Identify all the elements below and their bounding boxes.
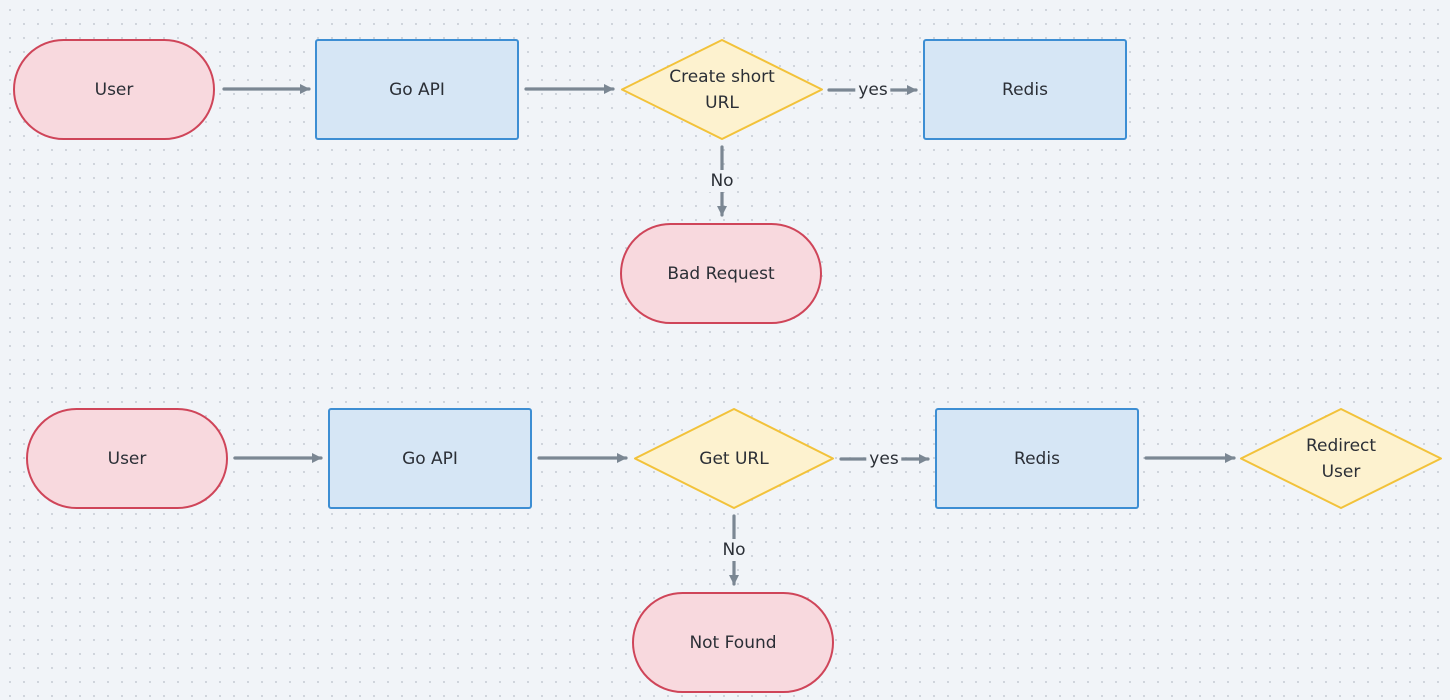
decision-node-create-short-url: Create short URL <box>621 39 823 140</box>
node-label: Redis <box>1014 448 1060 469</box>
edge-label-get-url-to-redis-2: yes <box>866 448 902 470</box>
decision-node-get-url: Get URL <box>634 408 834 509</box>
terminal-node-user-1: User <box>13 39 215 140</box>
node-label: Create short URL <box>669 66 775 113</box>
decision-diamond-shape <box>634 408 834 509</box>
terminal-node-user-2: User <box>26 408 228 509</box>
edge-label-get-url-to-not-found: No <box>719 539 749 561</box>
node-label: User <box>94 79 134 100</box>
terminal-node-not-found: Not Found <box>632 592 834 693</box>
decision-node-redirect-user: Redirect User <box>1240 408 1442 509</box>
node-label: User <box>107 448 147 469</box>
node-label: Go API <box>402 448 458 469</box>
process-node-redis-2: Redis <box>935 408 1139 509</box>
node-label: Not Found <box>689 632 777 653</box>
process-node-go-api-2: Go API <box>328 408 532 509</box>
process-node-go-api-1: Go API <box>315 39 519 140</box>
decision-diamond-shape <box>1240 408 1442 509</box>
decision-diamond-shape <box>621 39 823 140</box>
edge-label-create-short-url-to-redis-1: yes <box>855 79 891 101</box>
edge-label-create-short-url-to-bad-request: No <box>707 170 737 192</box>
node-label: Bad Request <box>667 263 775 284</box>
process-node-redis-1: Redis <box>923 39 1127 140</box>
node-label: Go API <box>389 79 445 100</box>
node-label: Get URL <box>699 448 769 469</box>
node-label: Redirect User <box>1305 435 1377 482</box>
node-label: Redis <box>1002 79 1048 100</box>
terminal-node-bad-request: Bad Request <box>620 223 822 324</box>
